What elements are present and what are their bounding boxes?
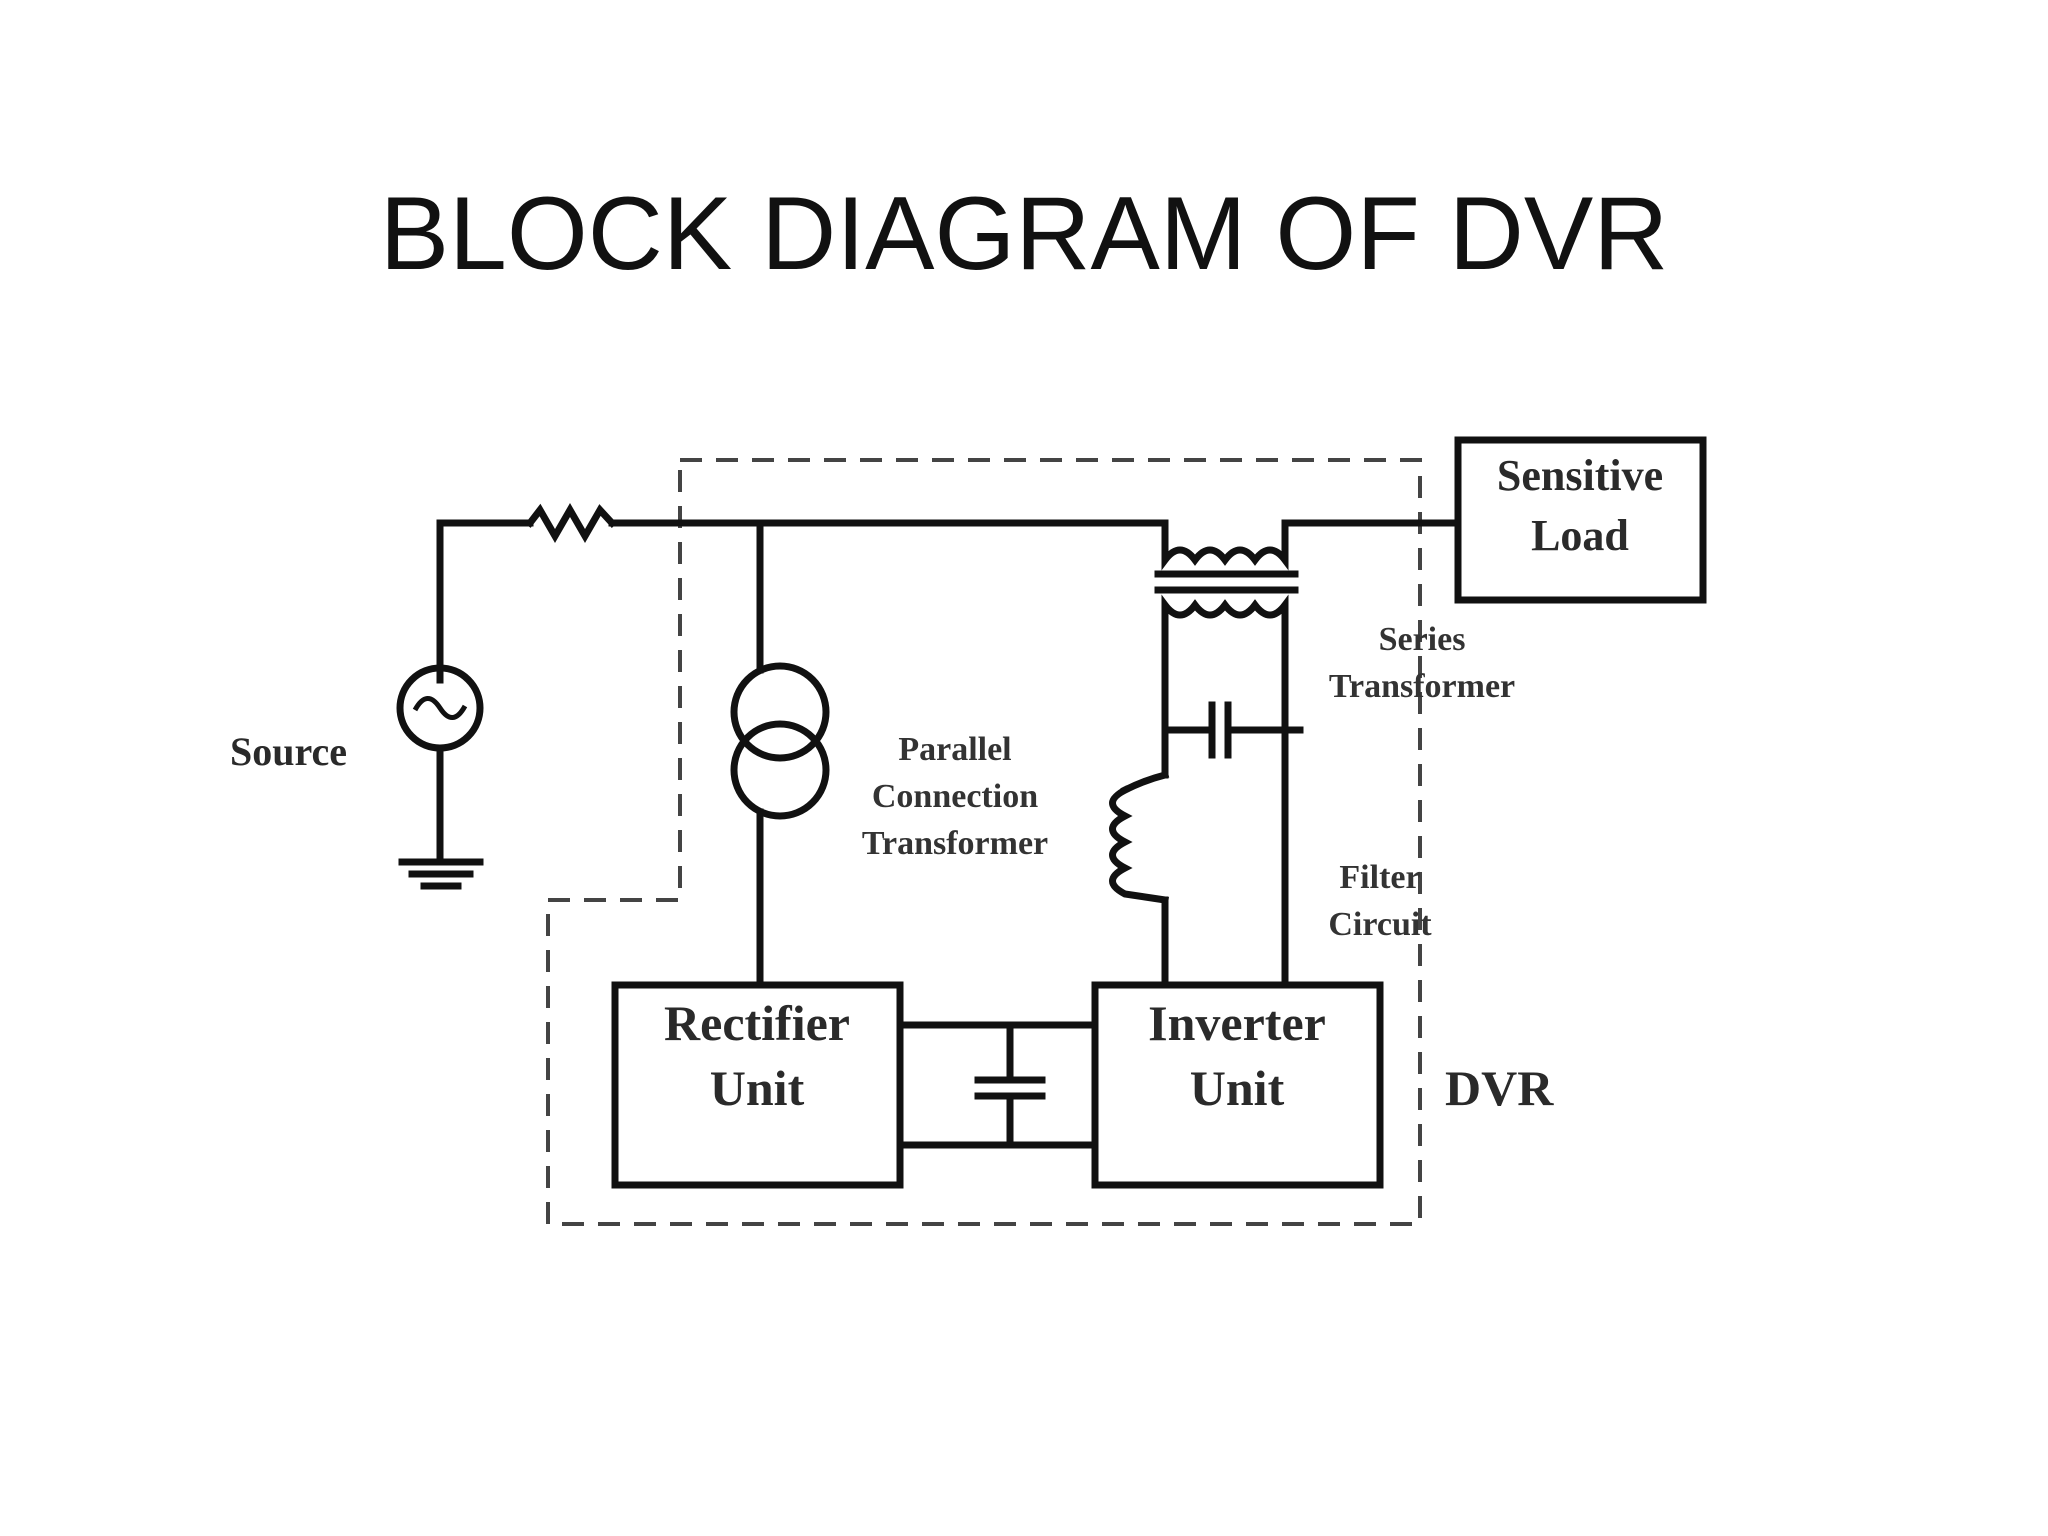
transformer-icon	[730, 662, 830, 820]
inductor-icon	[1109, 785, 1169, 904]
resistor-icon	[525, 502, 617, 544]
filter-circuit-label-line2: Circuit	[1328, 906, 1432, 943]
sensitive-load-label-line1: Sensitive	[1497, 451, 1663, 500]
sensitive-load-label-line2: Load	[1531, 511, 1629, 560]
rectifier-unit-label-line1: Rectifier	[664, 995, 850, 1051]
series-transformer-icon	[1154, 519, 1462, 649]
ground-icon	[398, 744, 484, 890]
parallel-transformer-label-line3: Transformer	[862, 825, 1048, 862]
inverter-unit-label-line2: Unit	[1190, 1060, 1285, 1116]
parallel-transformer-label-line2: Connection	[872, 778, 1038, 815]
capacitor-icon	[1161, 701, 1304, 759]
inverter-unit-box	[1091, 981, 1384, 1189]
slide-title: BLOCK DIAGRAM OF DVR	[379, 176, 1669, 292]
rectifier-unit-label-line2: Unit	[710, 1060, 805, 1116]
filter-circuit-label-line1: Filter	[1339, 859, 1420, 896]
rectifier-unit-box	[611, 981, 904, 1189]
inverter-unit-label-line1: Inverter	[1148, 995, 1326, 1051]
dc-link-capacitor-icon	[974, 1021, 1046, 1149]
dvr-boundary	[546, 458, 1422, 1226]
source-label: Source	[230, 729, 347, 774]
series-transformer-label-line2: Transformer	[1329, 668, 1515, 705]
series-transformer-label-line1: Series	[1379, 621, 1466, 658]
filter-left-to-inductor-wire	[1120, 770, 1170, 795]
parallel-transformer-label-line1: Parallel	[898, 731, 1011, 768]
dvr-label: DVR	[1445, 1060, 1554, 1116]
source-wire	[436, 519, 534, 684]
sensitive-load-box	[1454, 436, 1707, 604]
